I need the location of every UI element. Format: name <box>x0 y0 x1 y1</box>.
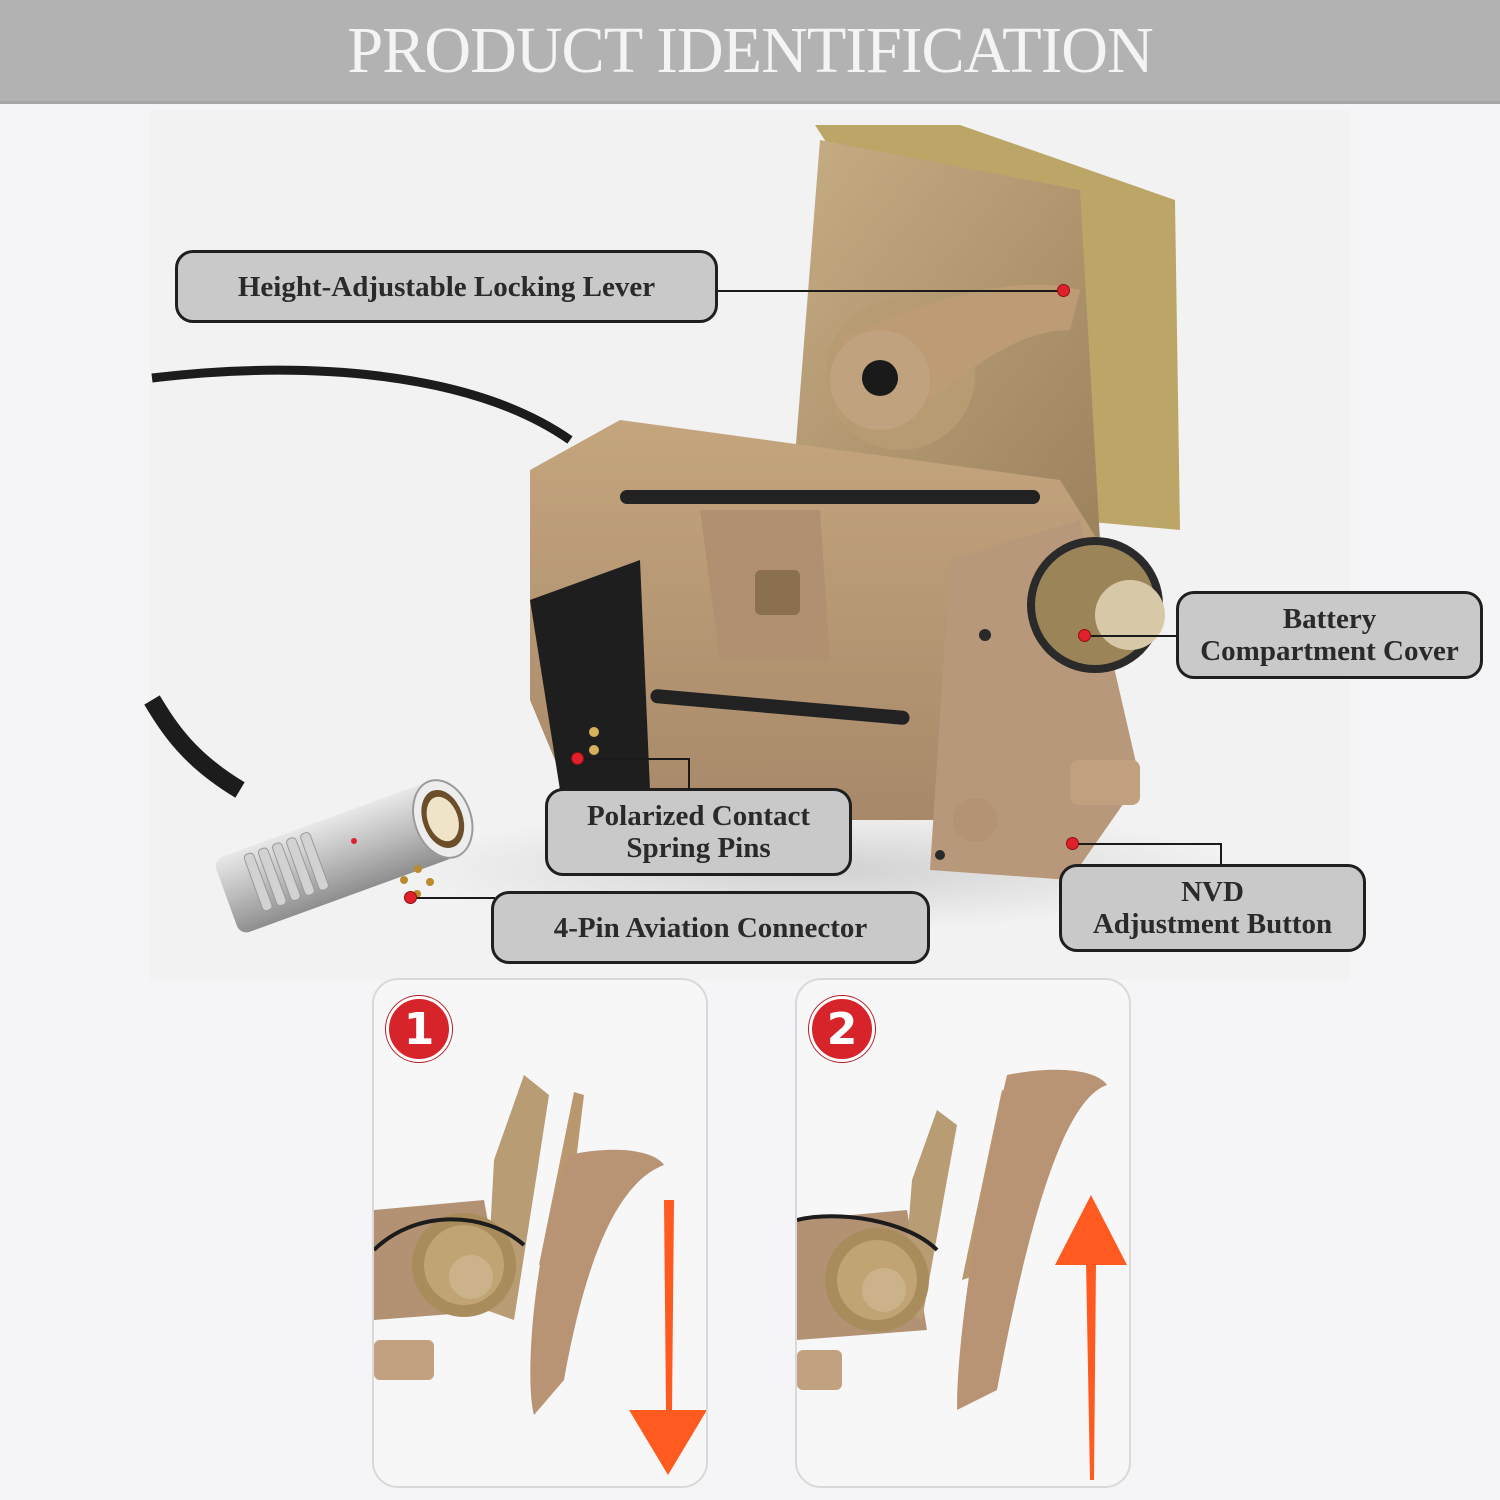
callout-label-line1: NVD <box>1181 876 1244 908</box>
callout-label: 4-Pin Aviation Connector <box>553 911 868 944</box>
callout-nvd-button: NVD Adjustment Button <box>1059 864 1366 952</box>
callout-label: Height-Adjustable Locking Lever <box>237 270 656 303</box>
arrow-down-icon <box>664 1200 674 1410</box>
step-panel-1: 1 <box>372 978 708 1488</box>
callout-label-line2: Compartment Cover <box>1200 635 1459 667</box>
marker-dot <box>1066 837 1079 850</box>
leader-line <box>582 758 690 760</box>
callout-spring-pins: Polarized Contact Spring Pins <box>545 788 852 876</box>
page-title: PRODUCT IDENTIFICATION <box>347 13 1153 87</box>
callout-battery-cover: Battery Compartment Cover <box>1176 591 1483 679</box>
marker-dot <box>1057 284 1070 297</box>
callout-aviation-connector: 4-Pin Aviation Connector <box>491 891 930 964</box>
step-panel-2: 2 <box>795 978 1131 1488</box>
step-1-illustration <box>374 1075 706 1475</box>
step-badge-1: 1 <box>386 996 452 1062</box>
leader-line <box>415 897 495 899</box>
marker-dot <box>1078 629 1091 642</box>
step-2-illustration <box>797 1069 1127 1480</box>
marker-dot <box>404 891 417 904</box>
callout-label-line1: Polarized Contact <box>586 800 811 832</box>
callout-label-line2: Spring Pins <box>626 832 771 864</box>
leader-line <box>718 290 1063 292</box>
leader-line <box>1076 843 1222 845</box>
arrow-up-icon <box>1086 1260 1096 1480</box>
step-badge-2: 2 <box>809 996 875 1062</box>
callout-locking-lever: Height-Adjustable Locking Lever <box>175 250 718 323</box>
leader-line <box>1220 843 1222 865</box>
leader-line <box>1090 635 1178 637</box>
title-banner: PRODUCT IDENTIFICATION <box>0 0 1500 104</box>
marker-dot <box>571 752 584 765</box>
callout-label-line2: Adjustment Button <box>1092 908 1333 940</box>
leader-line <box>688 758 690 789</box>
callout-label-line1: Battery <box>1282 603 1377 635</box>
